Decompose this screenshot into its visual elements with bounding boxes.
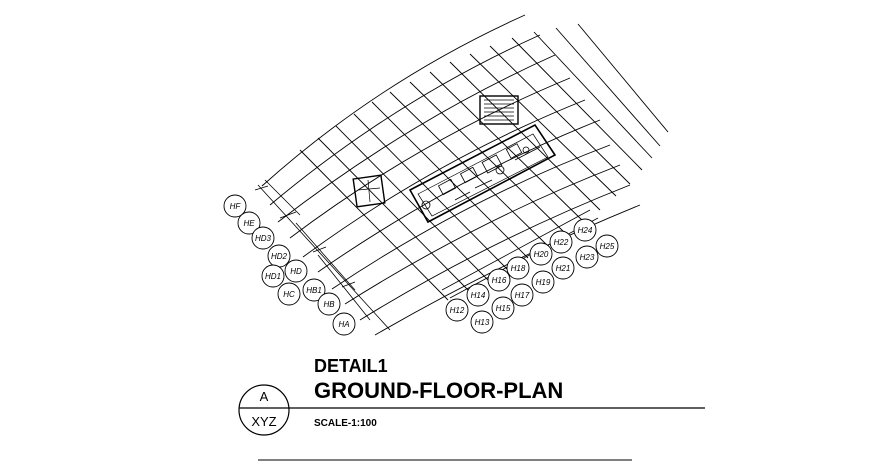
grid-bubble-label: H21: [556, 264, 571, 273]
arc-line: [344, 164, 621, 305]
dimension-line: [257, 184, 391, 331]
arc-line: [317, 119, 601, 273]
small-building-block: [352, 174, 386, 208]
grid-bubble: [445, 298, 469, 322]
grid-bubble: [251, 226, 275, 250]
radial-line: [533, 31, 653, 159]
arc-line: [359, 184, 631, 321]
dimension-line: [279, 211, 297, 219]
arc-line: [269, 34, 541, 206]
radial-line: [555, 27, 661, 147]
grid-bubble: [573, 218, 597, 242]
building-footprint: [352, 95, 557, 224]
grid-bubble-label: H23: [580, 253, 595, 262]
grid-bubble: [302, 278, 326, 302]
grid-bubble-label: H16: [492, 276, 507, 285]
scale-label: SCALE-1:100: [314, 418, 377, 429]
radial-line: [469, 53, 617, 197]
grid-bubble-label: H19: [536, 278, 551, 287]
radial-line: [511, 37, 643, 171]
dimension-line: [341, 281, 356, 288]
title-block: A XYZ DETAIL1 GROUND-FLOOR-PLAN SCALE-1:…: [238, 356, 705, 461]
section-tag-top: A: [260, 389, 269, 404]
section-tag-bottom: XYZ: [251, 414, 276, 429]
radial-line: [317, 137, 469, 291]
radial-line: [449, 61, 601, 211]
plan-title: GROUND-FLOOR-PLAN: [314, 378, 563, 403]
radial-line: [577, 23, 669, 133]
grid-bubble: [261, 264, 285, 288]
arc-line: [374, 204, 641, 336]
grid-bubble-label: H25: [600, 242, 615, 251]
detail-title: DETAIL1: [314, 356, 388, 376]
grid-bubble: [531, 270, 555, 294]
grid-bubble: [549, 230, 573, 254]
grid-bubble-label: H18: [511, 264, 526, 273]
grid-bubble-label: HF: [230, 202, 242, 211]
radial-line: [409, 81, 567, 235]
grid-bubble: [466, 283, 490, 307]
grid-bubble-label: H13: [475, 318, 490, 327]
main-building-block: [408, 123, 557, 224]
grid-bubble-label: HD2: [271, 252, 288, 261]
grid-bubble: [277, 282, 301, 306]
radial-line: [335, 125, 489, 281]
dimension-line: [441, 209, 591, 291]
arc-line: [277, 54, 556, 223]
stair-block: [479, 95, 519, 125]
interior-details: [421, 143, 541, 210]
grid-bubble-label: HB1: [306, 286, 322, 295]
grid-bubble-label: HB: [323, 300, 335, 309]
arc-line: [289, 77, 571, 239]
grid-bubble: [529, 242, 553, 266]
stair-treads: [484, 99, 514, 121]
grid-bubble: [237, 211, 261, 235]
dimension-line: [254, 185, 269, 191]
dimension-lines-left: [254, 179, 391, 331]
dimension-line: [264, 179, 301, 216]
grid-bubble-label: HE: [243, 219, 255, 228]
grid-bubble: [223, 194, 247, 218]
grid-bubble-label: HD: [290, 267, 302, 276]
grid-bubble-label: H14: [471, 291, 486, 300]
grid-bubble: [487, 268, 511, 292]
dimension-line: [295, 222, 356, 291]
grid-bubble: [470, 310, 494, 334]
arc-grid-lines: [261, 14, 641, 336]
radial-grid-lines: [299, 23, 669, 301]
grid-bubble-label: H12: [450, 306, 465, 315]
arc-line: [331, 144, 611, 290]
grid-bubble-label: HC: [283, 290, 295, 299]
grid-bubble-label: HD3: [255, 234, 272, 243]
grid-bubble-label: H22: [554, 238, 569, 247]
grid-bubble: [595, 234, 619, 258]
grid-bubble: [491, 296, 515, 320]
arc-line: [302, 99, 586, 258]
radial-line: [299, 149, 449, 301]
grid-bubble-label: H24: [578, 226, 593, 235]
grid-bubble: [317, 292, 341, 316]
arc-line: [261, 14, 526, 187]
grid-bubble: [575, 245, 599, 269]
dimension-line: [317, 254, 371, 321]
radial-line: [353, 113, 509, 271]
radial-line: [429, 71, 585, 223]
grid-bubble: [284, 259, 308, 283]
grid-bubble-label: HA: [338, 320, 349, 329]
grid-bubble: [332, 312, 356, 336]
section-tag-circle: [238, 384, 290, 436]
grid-bubble-label: H15: [496, 304, 511, 313]
grid-bubble: [510, 283, 534, 307]
grid-bubble-label: H20: [534, 250, 549, 259]
radial-line: [489, 45, 631, 185]
grid-bubble-label: H17: [515, 291, 530, 300]
grid-bubble: [551, 256, 575, 280]
small-block-partition: [367, 179, 371, 203]
dimension-line: [312, 246, 327, 253]
grid-bubble-label: HD1: [265, 272, 281, 281]
grid-bubble: [506, 256, 530, 280]
